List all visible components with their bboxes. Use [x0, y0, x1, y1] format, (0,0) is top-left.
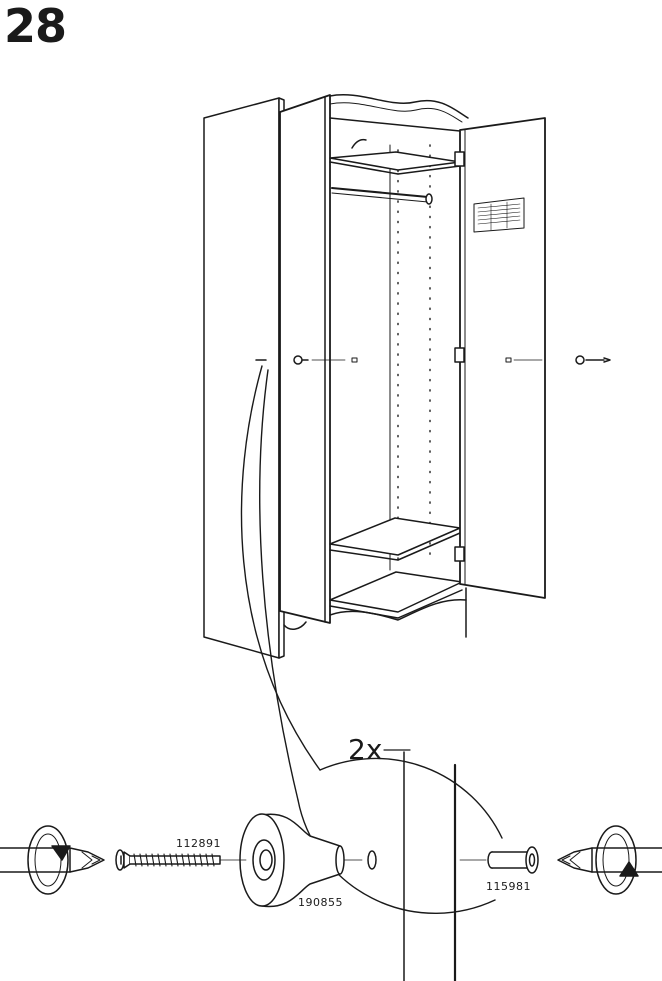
screw-part-number: 112891 [176, 837, 221, 850]
wardrobe-body [204, 95, 610, 658]
knob-part-number: 190855 [298, 896, 343, 909]
screw-icon [116, 850, 220, 870]
door-label [474, 198, 524, 232]
screwdriver-tighten-icon [0, 826, 104, 894]
insert-part-number: 115981 [486, 880, 531, 893]
screwdriver-turn-icon [558, 826, 662, 894]
knob-icon [212, 814, 362, 907]
quantity-label: 2x [348, 734, 382, 766]
insert-icon [460, 847, 538, 873]
